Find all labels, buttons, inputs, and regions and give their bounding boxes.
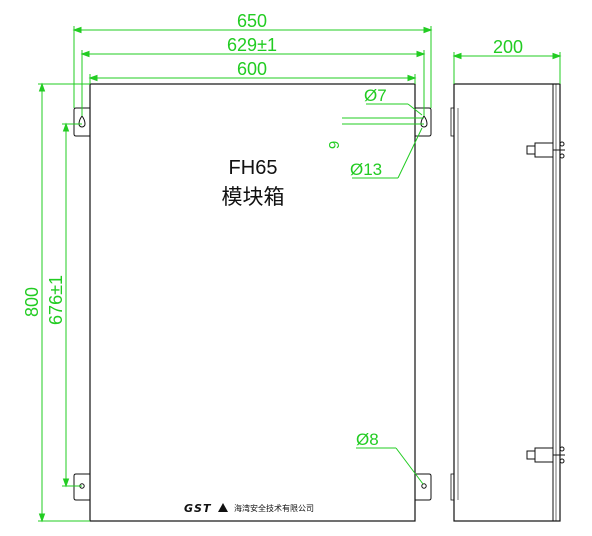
front-dimensions xyxy=(38,26,433,523)
mount-ear-bottom-right xyxy=(415,473,432,501)
side-dimensions xyxy=(452,52,562,84)
keyhole-top-left xyxy=(78,115,86,128)
side-body-outline xyxy=(453,83,561,522)
mount-ear-top-left xyxy=(73,107,90,137)
dim-hole-offset: 9 xyxy=(326,141,343,149)
product-name: 模块箱 xyxy=(222,186,285,209)
brand-logo: GST xyxy=(184,502,228,515)
side-view xyxy=(450,83,565,522)
dim-mount-vertical-spacing: 676±1 xyxy=(46,275,66,325)
dim-mount-hole-spacing: 629±1 xyxy=(227,35,277,55)
keyhole-top-right xyxy=(420,115,428,128)
mount-ear-top-right xyxy=(415,107,432,137)
hinge-top xyxy=(526,141,565,159)
dim-body-width: 600 xyxy=(237,59,267,79)
mount-ear-bottom-left xyxy=(73,473,90,501)
brand-flame-icon xyxy=(218,503,228,512)
front-view: FH65 模块箱 GST 海湾安全技术有限公司 xyxy=(73,83,432,522)
hole-bottom-right xyxy=(421,483,427,489)
hinge-bottom xyxy=(526,446,565,464)
company-name: 海湾安全技术有限公司 xyxy=(234,503,314,513)
brand-logo-text: GST xyxy=(184,502,212,515)
dim-large-hole: Ø13 xyxy=(350,160,382,179)
dim-small-hole: Ø7 xyxy=(364,86,387,105)
dim-depth: 200 xyxy=(493,37,523,57)
model-title: FH65 xyxy=(229,157,278,179)
front-body-outline xyxy=(89,83,416,522)
dim-height: 800 xyxy=(22,287,42,317)
dim-overall-width: 650 xyxy=(237,11,267,31)
dim-bottom-hole: Ø8 xyxy=(356,430,379,449)
